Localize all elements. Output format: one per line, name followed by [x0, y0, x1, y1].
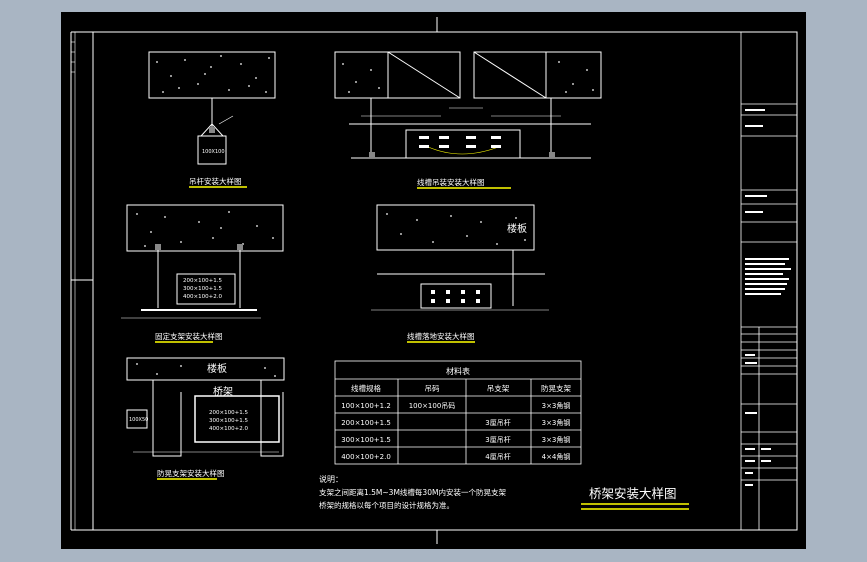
- table-header-cell: 线槽规格: [351, 383, 381, 393]
- table-cell: 3×3角钢: [542, 401, 571, 410]
- table-header-cell: 防晃支架: [541, 383, 571, 393]
- material-table-header: 线槽规格 吊码 吊支架 防晃支架: [351, 383, 571, 393]
- frame-border: [92, 31, 798, 531]
- anti-sway-label: 100X50: [129, 417, 148, 423]
- tray-hanging-caption: 线槽吊装安装大样图: [417, 177, 485, 187]
- material-table-body: 100×100+1.2 100×100吊码 3×3角钢 200×100+1.5 …: [341, 401, 570, 461]
- table-cell: 3厘吊杆: [485, 418, 510, 427]
- fixed-size-1: 200×100+1.5: [183, 278, 222, 284]
- title-block: [740, 32, 797, 530]
- notes-line-2: 桥架的规格以每个项目的设计规格为准。: [319, 500, 454, 510]
- table-cell: 300×100+1.5: [341, 436, 391, 444]
- title-block-notes: [745, 109, 791, 486]
- hanger-detail: [148, 51, 276, 165]
- anti-sway-caption: 防晃支架安装大样图: [157, 468, 225, 478]
- tray-box: [405, 129, 521, 159]
- table-cell: 100×100+1.2: [341, 402, 391, 410]
- drawing-canvas: 100X100: [70, 17, 798, 544]
- table-cell: 4×4角钢: [542, 452, 571, 461]
- tray-floor-detail: [371, 204, 549, 311]
- table-cell: 100×100吊码: [409, 402, 456, 410]
- table-cell: 200×100+1.5: [341, 419, 391, 427]
- hanger-label: 100X100: [202, 149, 225, 155]
- anti-sway-detail: [126, 357, 285, 457]
- table-header-cell: 吊支架: [487, 383, 510, 393]
- table-cell: 3×3角钢: [542, 418, 571, 427]
- hanger-caption: 吊杆安装大样图: [189, 176, 242, 186]
- fixed-bracket-detail: [121, 204, 284, 319]
- tray-hanging-detail: [334, 51, 602, 159]
- caption-underlines: [155, 186, 689, 510]
- notes-heading: 说明：: [319, 474, 343, 484]
- anti-sway-size-1: 200×100+1.5: [209, 410, 248, 416]
- notes-line-1: 支架之间距离1.5M~3M线槽每30M内安装一个防晃支架: [319, 487, 506, 497]
- fixed-size-2: 300×100+1.5: [183, 286, 222, 292]
- fixed-size-3: 400×100+2.0: [183, 294, 222, 300]
- table-cell: 3厘吊杆: [485, 435, 510, 444]
- tray-floor-caption: 线槽落地安装大样图: [407, 331, 475, 341]
- table-cell: 3×3角钢: [542, 435, 571, 444]
- anti-sway-tray-label: 桥架: [213, 386, 233, 398]
- drawing-sheet: 100X100: [61, 12, 806, 549]
- material-table-title: 材料表: [446, 366, 470, 376]
- drawing-title: 桥架安装大样图: [589, 486, 677, 501]
- cable-tray-section: [197, 135, 227, 165]
- concrete-slab: [148, 51, 276, 99]
- table-cell: 4厘吊杆: [485, 452, 510, 461]
- table-cell: 400×100+2.0: [341, 453, 391, 461]
- concrete-hatch: [156, 55, 270, 93]
- table-header-cell: 吊码: [425, 384, 440, 393]
- anti-sway-size-2: 300×100+1.5: [209, 418, 248, 424]
- anti-sway-size-3: 400×100+2.0: [209, 426, 248, 432]
- anti-sway-slab-label: 楼板: [207, 362, 227, 375]
- binding-strip: [71, 32, 76, 530]
- floor-slab-label: 楼板: [507, 222, 527, 235]
- material-table-grid: [334, 360, 582, 465]
- fixed-bracket-caption: 固定支架安装大样图: [155, 331, 223, 341]
